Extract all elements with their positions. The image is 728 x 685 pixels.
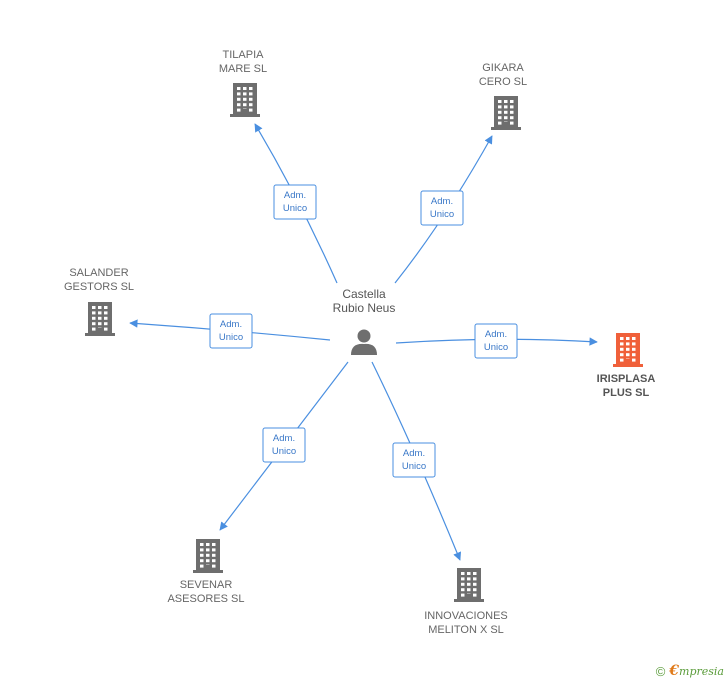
building-icon-salander[interactable]	[85, 302, 115, 336]
relation-badge-irisplasa[interactable]: Adm. Unico	[474, 323, 518, 359]
relation-badge-sevenar[interactable]: Adm. Unico	[262, 427, 306, 463]
relation-label: Adm. Unico	[283, 190, 307, 214]
building-icon-irisplasa[interactable]	[613, 333, 643, 367]
relation-label-line: Unico	[272, 446, 296, 457]
company-label-gikara: GIKARA CERO SL	[479, 62, 527, 88]
relation-badge-innovaciones[interactable]: Adm. Unico	[392, 442, 436, 478]
relation-label-line: Adm.	[284, 190, 306, 201]
relation-label-line: Unico	[283, 203, 307, 214]
company-label-salander: SALANDER GESTORS SL	[64, 267, 134, 293]
company-label-sevenar-line: SEVENAR	[180, 579, 233, 591]
relation-label-line: Adm.	[220, 319, 242, 330]
copyright-icon: ©	[655, 663, 666, 679]
company-label-irisplasa-line: PLUS SL	[603, 387, 650, 399]
relation-label: Adm. Unico	[402, 448, 426, 472]
company-label-innovaciones-line: INNOVACIONES	[424, 610, 508, 622]
company-label-salander-line: GESTORS SL	[64, 281, 134, 293]
relation-badge-salander[interactable]: Adm. Unico	[209, 313, 253, 349]
building-icon-tilapia[interactable]	[230, 83, 260, 117]
relation-label-line: Unico	[402, 461, 426, 472]
relation-label-line: Adm.	[485, 329, 507, 340]
relation-label-line: Adm.	[273, 433, 295, 444]
company-label-irisplasa: IRISPLASA PLUS SL	[597, 373, 656, 399]
relation-label-line: Unico	[484, 342, 508, 353]
company-label-innovaciones: INNOVACIONES MELITON X SL	[424, 610, 508, 636]
relation-label: Adm. Unico	[272, 433, 296, 457]
relation-badge-box	[474, 323, 518, 359]
building-icon-innovaciones[interactable]	[454, 568, 484, 602]
relation-label: Adm. Unico	[430, 196, 454, 220]
company-label-salander-line: SALANDER	[69, 267, 128, 279]
person-name-line: Rubio Neus	[333, 301, 396, 315]
person-name-line: Castella	[342, 287, 386, 301]
relation-badge-gikara[interactable]: Adm. Unico	[420, 190, 464, 226]
brand-logo: €mpresia	[669, 663, 724, 679]
company-label-gikara-line: CERO SL	[479, 76, 527, 88]
building-icon-sevenar[interactable]	[193, 539, 223, 573]
relation-badge-box	[392, 442, 436, 478]
building-icon-gikara[interactable]	[491, 96, 521, 130]
company-label-tilapia: TILAPIA MARE SL	[219, 49, 267, 75]
relation-label: Adm. Unico	[219, 319, 243, 343]
company-label-sevenar-line: ASESORES SL	[167, 593, 244, 605]
relation-label-line: Unico	[219, 332, 243, 343]
company-label-tilapia-line: TILAPIA	[223, 49, 265, 61]
person-icon[interactable]	[351, 329, 377, 356]
company-label-tilapia-line: MARE SL	[219, 63, 267, 75]
company-label-gikara-line: GIKARA	[482, 62, 524, 74]
relation-badge-box	[273, 184, 317, 220]
relation-badge-box	[262, 427, 306, 463]
company-label-sevenar: SEVENAR ASESORES SL	[167, 579, 244, 605]
relation-badge-tilapia[interactable]: Adm. Unico	[273, 184, 317, 220]
relation-badge-box	[420, 190, 464, 226]
company-label-irisplasa-line: IRISPLASA	[597, 373, 656, 385]
company-label-innovaciones-line: MELITON X SL	[428, 624, 504, 636]
relation-label-line: Adm.	[431, 196, 453, 207]
relation-label-line: Unico	[430, 209, 454, 220]
relation-label-line: Adm.	[403, 448, 425, 459]
relation-badge-box	[209, 313, 253, 349]
footer-brand: © €mpresia	[656, 663, 724, 679]
relation-label: Adm. Unico	[484, 329, 508, 353]
